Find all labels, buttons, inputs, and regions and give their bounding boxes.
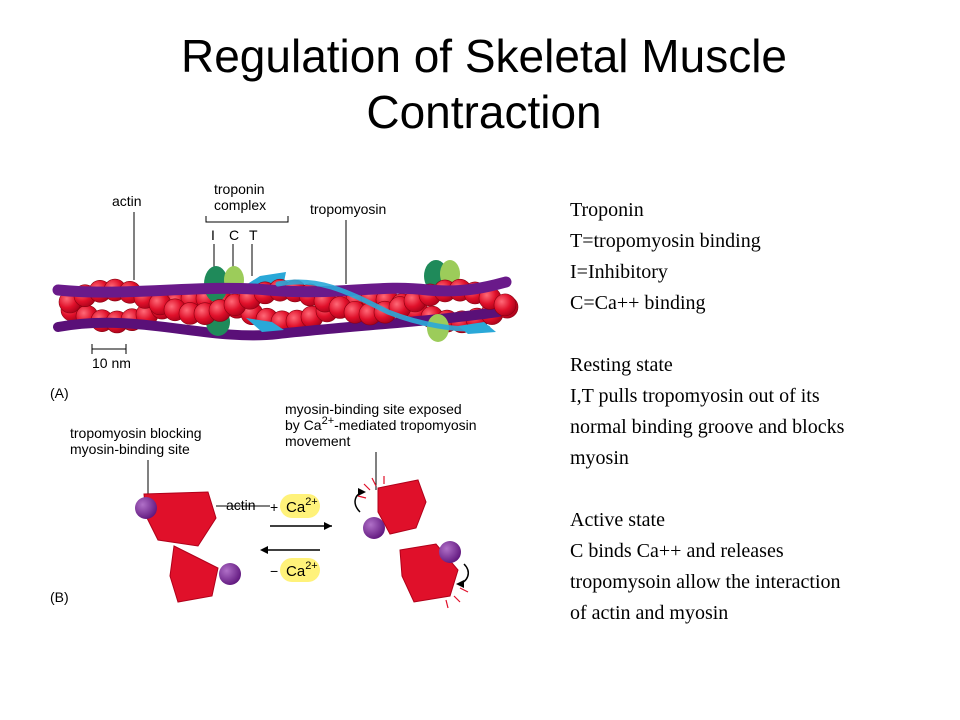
tropomyosin-front-strand <box>52 276 512 298</box>
forward-arrowhead <box>324 522 332 530</box>
ca-reverse: Ca2+ <box>286 560 318 580</box>
panel-b-label: (B) <box>50 589 69 605</box>
notes-line: Resting state <box>570 354 673 376</box>
scale-bar <box>91 344 127 354</box>
right-caption-1: myosin-binding site exposed <box>285 401 462 417</box>
label-subunit-c: C <box>229 227 239 243</box>
title-line-1: Regulation of Skeletal Muscle <box>181 30 787 82</box>
notes-line: normal binding groove and blocks <box>570 416 845 438</box>
actin-pair-blocked <box>135 491 241 603</box>
notes-gap <box>570 319 955 350</box>
label-troponin: troponin <box>214 181 265 197</box>
reverse-arrowhead <box>260 546 268 554</box>
tropomyosin-back-strand <box>53 307 503 341</box>
left-caption-1: tropomyosin blocking <box>70 425 202 441</box>
ca-badge-reverse <box>280 558 320 582</box>
tropomyosin-dot-top-right <box>363 517 385 539</box>
minus-sign: − <box>270 563 278 579</box>
notes-line: Active state <box>570 509 665 531</box>
notes-line: of actin and myosin <box>570 602 729 624</box>
panel-a-label: (A) <box>50 385 69 401</box>
actin-monomer <box>493 293 517 317</box>
notes-line: I,T pulls tropomyosin out of its <box>570 385 820 407</box>
title-line-2: Contraction <box>366 86 602 138</box>
thin-filament-illustration <box>52 260 519 342</box>
slide-title: Regulation of Skeletal Muscle Contractio… <box>0 28 960 140</box>
label-actin: actin <box>112 193 142 209</box>
troponin-bracket <box>205 216 289 223</box>
notes-line: tropomysoin allow the interaction <box>570 571 841 593</box>
troponin-t-strand <box>275 279 491 332</box>
notes-gap <box>570 474 955 505</box>
notes-line: T=tropomyosin binding <box>570 230 761 252</box>
label-tropomyosin: tropomyosin <box>310 201 386 217</box>
label-scale: 10 nm <box>92 355 131 371</box>
actin-pair-exposed <box>354 476 469 609</box>
muscle-regulation-figure: actin troponin complex I C T tropomyosin <box>48 172 558 617</box>
right-caption-2: by Ca2+-mediated tropomyosin <box>285 415 477 433</box>
ca-forward: Ca2+ <box>286 496 318 516</box>
plus-sign: + <box>270 499 278 515</box>
tropomyosin-dot-bottom-left <box>219 563 241 585</box>
left-caption-2: myosin-binding site <box>70 441 190 457</box>
label-complex: complex <box>214 197 266 213</box>
label-subunit-t: T <box>249 227 258 243</box>
ca-badge-forward <box>280 494 320 518</box>
notes-line: myosin <box>570 447 629 469</box>
notes-line: Troponin <box>570 199 644 221</box>
label-actin-b: actin <box>226 497 256 513</box>
notes-line: I=Inhibitory <box>570 261 668 283</box>
notes-line: C=Ca++ binding <box>570 292 706 314</box>
binding-site-rays-bottom <box>445 587 469 609</box>
tropomyosin-dot-top-left <box>135 497 157 519</box>
label-subunit-i: I <box>211 227 215 243</box>
tropomyosin-dot-bottom-right <box>439 541 461 563</box>
binding-site-rays-top <box>357 476 385 499</box>
right-caption-3: movement <box>285 433 350 449</box>
notes-line: C binds Ca++ and releases <box>570 540 784 562</box>
